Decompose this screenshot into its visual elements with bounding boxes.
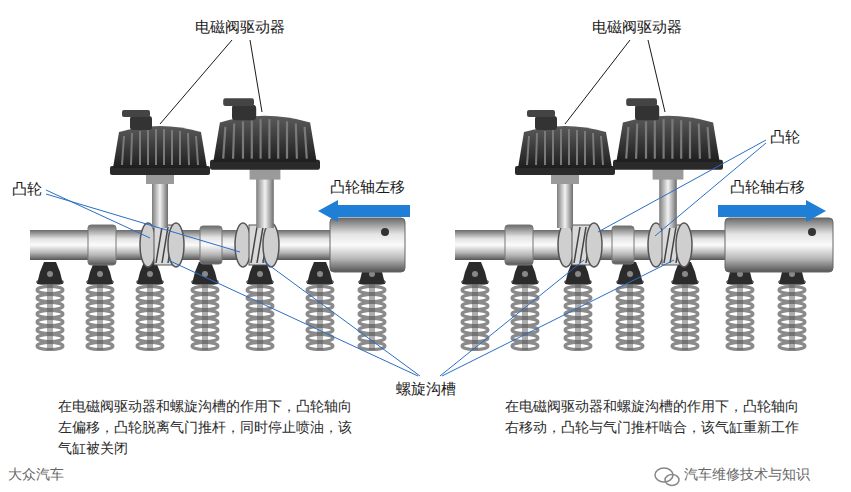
cam-leaders <box>46 140 766 252</box>
left-actuators <box>110 98 320 228</box>
part-label: 凸轮 <box>12 180 42 199</box>
part-label: 电磁阀驱动器 <box>592 18 682 37</box>
actuator-leaders <box>160 40 665 124</box>
right-springs <box>461 278 806 350</box>
description-note: 在电磁阀驱动器和螺旋沟槽的作用下，凸轮轴向左偏移，凸轮脱离气门推杆，同时停止喷油… <box>58 396 358 459</box>
motion-label: 凸轮轴左移 <box>330 178 405 197</box>
watermark: 汽车维修技术与知识 <box>684 466 810 484</box>
part-label: 螺旋沟槽 <box>396 380 456 399</box>
description-note: 在电磁阀驱动器和螺旋沟槽的作用下，凸轮轴向右移动，凸轮与气门推杆啮合，该气缸重新… <box>505 396 805 438</box>
motion-label: 凸轮轴右移 <box>730 178 805 197</box>
left-arrow <box>318 200 410 222</box>
groove-leaders <box>168 260 674 376</box>
part-label: 电磁阀驱动器 <box>195 18 285 37</box>
left-springs <box>36 278 386 350</box>
watermark-icon <box>655 468 679 486</box>
watermark: 大众汽车 <box>8 466 64 484</box>
right-camshaft <box>455 218 833 272</box>
part-label: 凸轮 <box>770 128 800 147</box>
right-actuators <box>515 98 723 228</box>
right-arrow <box>718 200 826 222</box>
